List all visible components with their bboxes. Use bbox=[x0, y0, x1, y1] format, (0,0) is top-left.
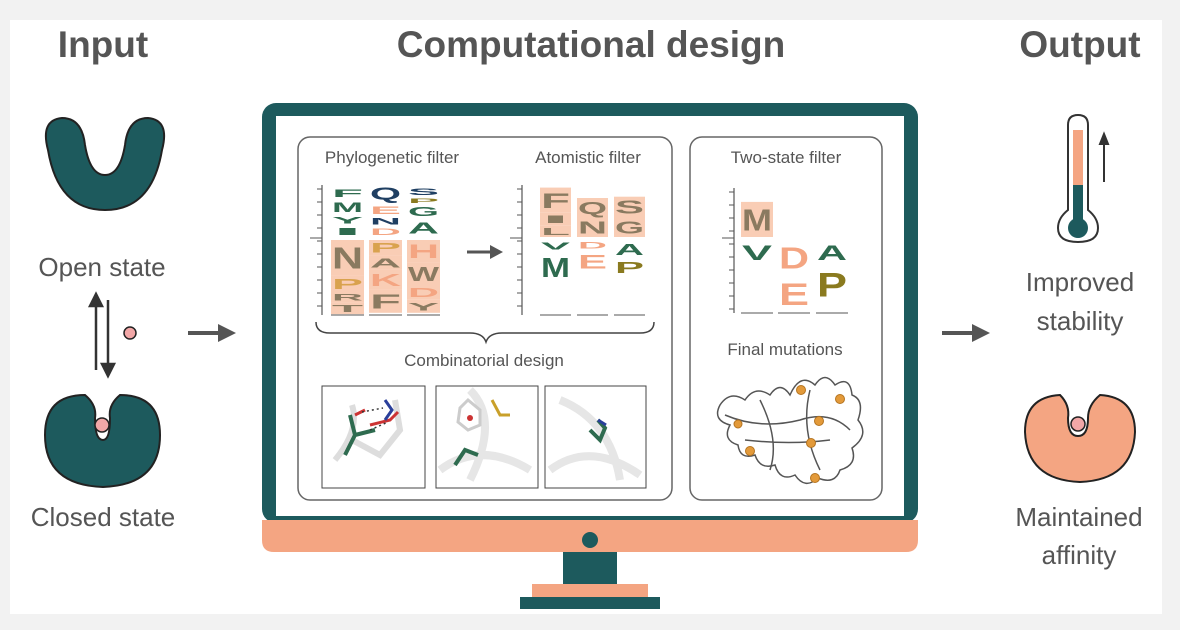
logo-letter: E bbox=[578, 251, 607, 273]
logo-letter: A bbox=[817, 240, 848, 265]
logo-letter: D bbox=[370, 227, 403, 237]
arrow-right-icon bbox=[188, 324, 236, 342]
logo-letter: L bbox=[541, 227, 570, 238]
letter-highlight bbox=[407, 285, 440, 300]
label-affinity: affinity bbox=[1041, 540, 1117, 570]
structure-panel-3 bbox=[544, 385, 647, 489]
logo-letter: P bbox=[332, 277, 363, 293]
letter-highlight bbox=[369, 240, 402, 256]
ligand-bound bbox=[1070, 416, 1086, 432]
logo-letter: I bbox=[332, 227, 365, 238]
logo-letter: H bbox=[408, 241, 439, 263]
logo-letter: Q bbox=[578, 199, 607, 218]
title-combinatorial-design: Combinatorial design bbox=[404, 351, 564, 370]
logo-letter: D bbox=[578, 240, 609, 250]
logo-letter: G bbox=[615, 218, 644, 237]
letter-highlight bbox=[369, 289, 402, 313]
logo-letter: A bbox=[370, 256, 401, 270]
letter-highlight bbox=[614, 196, 645, 218]
letter-highlight bbox=[614, 217, 645, 237]
title-phylogenetic-filter: Phylogenetic filter bbox=[324, 148, 460, 167]
title-final-mutations: Final mutations bbox=[727, 340, 843, 359]
logo-letter: A bbox=[408, 221, 440, 238]
label-maintained: Maintained bbox=[1015, 502, 1143, 532]
letter-highlight bbox=[331, 302, 364, 315]
logo-letter: P bbox=[817, 267, 847, 305]
panel-filters bbox=[297, 136, 673, 501]
logo-letter: M bbox=[541, 252, 570, 283]
heading-input: Input bbox=[57, 24, 149, 65]
logo-letter: P bbox=[408, 198, 442, 205]
logo-letter: A bbox=[615, 242, 645, 259]
letter-highlight bbox=[369, 255, 402, 270]
logo-letter: T bbox=[332, 304, 367, 315]
title-two-state-filter: Two-state filter bbox=[730, 148, 842, 167]
logo-letter: F bbox=[541, 188, 570, 213]
letter-highlight bbox=[407, 240, 440, 263]
logo-letter: K bbox=[370, 271, 403, 290]
protein-structure bbox=[716, 376, 864, 484]
ligand-free bbox=[123, 326, 137, 340]
mutation-sites bbox=[733, 385, 845, 483]
logo-letter: D bbox=[408, 286, 439, 300]
letter-highlight bbox=[331, 292, 364, 303]
letter-highlight bbox=[407, 262, 440, 286]
label-improved: Improved bbox=[1025, 267, 1135, 297]
logo-letter: D bbox=[779, 241, 809, 276]
letter-highlight bbox=[540, 225, 571, 237]
letter-highlight bbox=[577, 198, 608, 218]
ligand-bound bbox=[94, 417, 110, 433]
structure-panel-2 bbox=[435, 385, 539, 489]
affinity-protein bbox=[1023, 393, 1137, 484]
equilibrium-arrows-icon bbox=[87, 291, 117, 379]
structure-panel-1 bbox=[321, 385, 426, 489]
letter-highlight bbox=[741, 201, 773, 237]
logo-letter: N bbox=[578, 218, 607, 237]
label-open-state: Open state bbox=[38, 252, 166, 282]
logo-letter: P bbox=[370, 241, 401, 256]
panel-two-state bbox=[689, 136, 883, 501]
letter-highlight bbox=[369, 269, 402, 290]
letter-highlight bbox=[331, 275, 364, 292]
logo-letter: F bbox=[332, 188, 363, 200]
closed-state-protein bbox=[43, 393, 162, 489]
arrow-right-icon bbox=[467, 245, 503, 259]
logo-letter: Y bbox=[408, 301, 441, 313]
logo-letter: G bbox=[408, 205, 439, 219]
logo-letter: N bbox=[370, 217, 401, 227]
logo-letter: E bbox=[370, 205, 403, 217]
logo-letter: V bbox=[541, 242, 571, 253]
logo-letter: Y bbox=[332, 215, 363, 225]
logo-letter: R bbox=[332, 292, 365, 302]
thermometer-icon bbox=[1056, 113, 1100, 244]
logo-letter: E bbox=[779, 276, 809, 312]
title-atomistic-filter: Atomistic filter bbox=[535, 148, 641, 167]
logo-letter: V bbox=[742, 240, 773, 265]
logo-letter: I bbox=[541, 214, 570, 226]
logo-letter: M bbox=[332, 200, 363, 215]
letter-highlight bbox=[331, 240, 364, 276]
logo-letter: W bbox=[408, 263, 440, 286]
heading-design: Computational design bbox=[396, 24, 786, 65]
letter-highlight bbox=[540, 187, 571, 213]
logo-letter: Q bbox=[370, 185, 401, 204]
arrow-right-icon bbox=[942, 324, 990, 342]
arrow-up-icon bbox=[1098, 131, 1110, 182]
logo-letter: N bbox=[332, 241, 363, 276]
letter-highlight bbox=[540, 212, 571, 226]
logo-letter: S bbox=[408, 187, 439, 197]
logo-letter: S bbox=[615, 197, 644, 218]
logo-letter: F bbox=[370, 290, 401, 313]
curly-brace bbox=[315, 321, 655, 345]
label-stability: stability bbox=[1036, 306, 1124, 336]
letter-highlight bbox=[577, 217, 608, 237]
open-state-protein bbox=[44, 116, 166, 212]
label-closed-state: Closed state bbox=[30, 502, 176, 532]
letter-highlight bbox=[407, 299, 440, 313]
heading-output: Output bbox=[1019, 24, 1141, 65]
logo-letter: M bbox=[742, 203, 772, 238]
logo-letter: P bbox=[615, 260, 645, 277]
